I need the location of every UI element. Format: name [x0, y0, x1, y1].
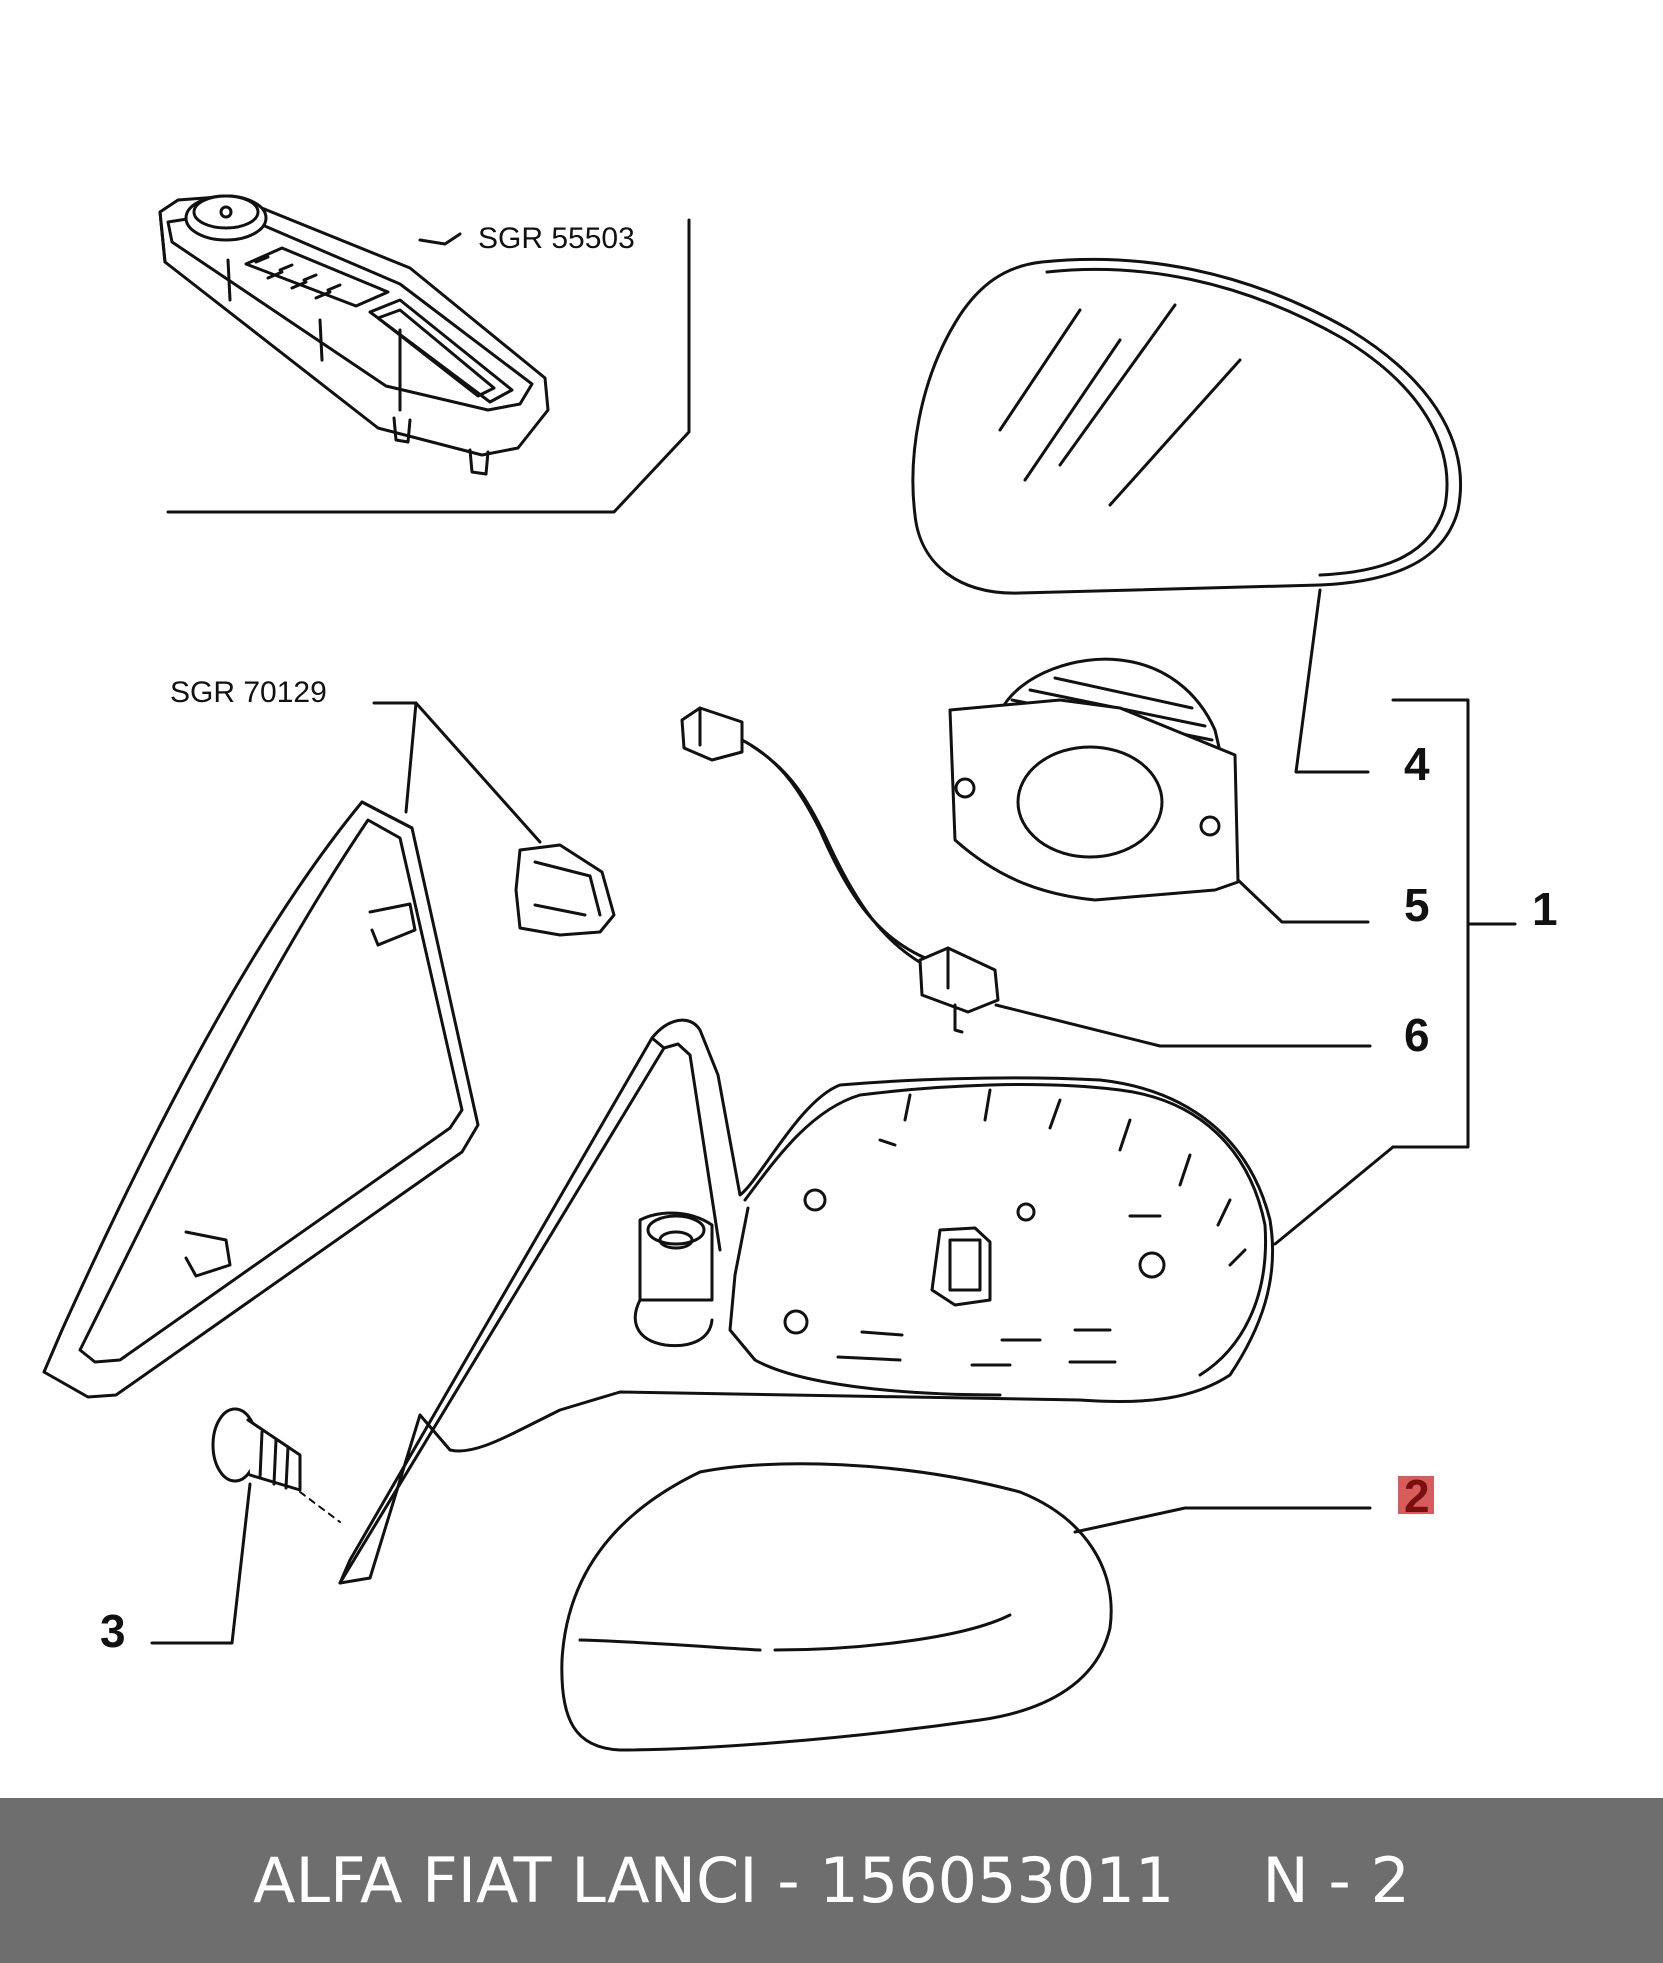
callout-6-label: 6 — [1404, 1009, 1430, 1061]
backing-plate — [948, 657, 1240, 902]
sgr-55503-label: SGR 55503 — [478, 222, 635, 255]
window-switch-panel — [158, 194, 550, 476]
footer-page-indicator: N - 2 — [1262, 1844, 1410, 1917]
callout-4-leader — [1294, 588, 1370, 774]
callout-2-leader — [1073, 1506, 1372, 1534]
retaining-clip — [514, 843, 616, 937]
footer-bar: ALFA FIAT LANCI - 156053011 N - 2 — [0, 1798, 1663, 1963]
mirror-housing — [338, 1018, 1275, 1585]
mirror-glass — [911, 257, 1462, 595]
callout-2-label: 2 — [1404, 1470, 1430, 1522]
exploded-parts-diagram: SGR 55503 SGR 70129 4 5 1 6 2 3 — [42, 194, 1558, 1752]
wire-harness — [680, 706, 1000, 1034]
sgr-70129-label: SGR 70129 — [170, 676, 327, 709]
mirror-cap — [560, 1462, 1113, 1752]
sgr-55503-bracket — [166, 218, 691, 514]
callout-5-leader — [1236, 878, 1370, 924]
footer-part-number: ALFA FIAT LANCI - 156053011 — [253, 1844, 1175, 1917]
sgr-55503-leader — [418, 232, 462, 246]
callout-4-label: 4 — [1404, 738, 1430, 790]
sgr-70129-leader — [372, 701, 418, 814]
callout-1-label: 1 — [1532, 883, 1558, 935]
triangle-trim — [42, 800, 480, 1399]
callout-3-leader — [150, 1482, 252, 1645]
callout-6-leader — [994, 1003, 1372, 1048]
screw — [211, 1407, 341, 1523]
callout-3-label: 3 — [100, 1605, 126, 1657]
callout-5-label: 5 — [1404, 879, 1430, 931]
callout-2-upper-leader — [1273, 1145, 1395, 1246]
sgr-70129-leader-b — [414, 701, 542, 844]
callout-2-highlight — [1398, 1476, 1434, 1514]
